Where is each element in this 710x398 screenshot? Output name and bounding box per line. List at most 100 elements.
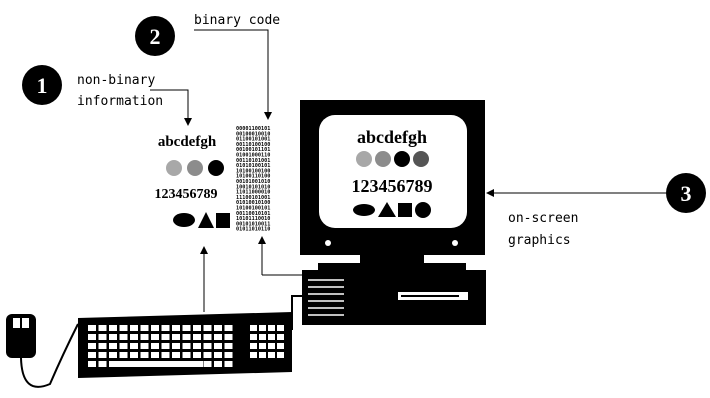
binary-code-row: 10100100100 bbox=[236, 168, 270, 174]
monitor-button-left bbox=[325, 240, 331, 246]
keyboard-key bbox=[151, 343, 159, 349]
keyboard-key bbox=[109, 325, 117, 331]
binary-code-row: 00101010011 bbox=[236, 221, 270, 227]
keyboard-key bbox=[193, 334, 201, 340]
callout-3-arrowhead bbox=[486, 189, 494, 197]
keyboard-key bbox=[250, 343, 257, 349]
screen-triangle-shape bbox=[378, 202, 396, 217]
keyboard-key bbox=[172, 325, 180, 331]
binary-code-row: 00101001010 bbox=[236, 179, 270, 185]
mouse-button-divider bbox=[20, 318, 22, 328]
callout-1-arrowhead bbox=[184, 118, 192, 126]
keyboard-key bbox=[172, 334, 180, 340]
monitor-base bbox=[318, 263, 466, 271]
binary-code-background bbox=[232, 124, 302, 234]
keyboard-key bbox=[151, 334, 159, 340]
keyboard-key bbox=[259, 325, 266, 331]
binary-code-row: 00110101001 bbox=[236, 158, 270, 164]
binary-code-row: 11100101001 bbox=[236, 195, 270, 201]
keyboard-key bbox=[268, 343, 275, 349]
screen-dot-black bbox=[394, 151, 410, 167]
system-unit bbox=[258, 236, 486, 325]
digits-sample: 123456789 bbox=[155, 187, 218, 202]
keyboard-key bbox=[98, 361, 107, 367]
keyboard-key bbox=[151, 325, 159, 331]
keyboard-key bbox=[151, 352, 159, 358]
keyboard-key bbox=[98, 325, 107, 331]
callout-1-label-line-1: non-binary bbox=[77, 73, 155, 88]
keyboard-key bbox=[109, 361, 203, 367]
keyboard-input-arrowhead bbox=[200, 246, 208, 254]
keyboard-key bbox=[268, 352, 275, 358]
mouse-cable bbox=[20, 323, 79, 388]
callout-2-label: binary code bbox=[194, 13, 280, 28]
keyboard-key bbox=[98, 334, 107, 340]
binary-code-rows: 0000110010100100010010011001010010011010… bbox=[236, 126, 270, 233]
keyboard-key bbox=[88, 343, 96, 349]
callout-3: 3 on-screen graphics bbox=[486, 173, 706, 248]
keyboard-key bbox=[119, 325, 128, 331]
keyboard-key bbox=[224, 325, 233, 331]
keyboard-key bbox=[130, 352, 138, 358]
keyboard-key bbox=[224, 361, 233, 367]
callout-1: 1 non-binary information bbox=[22, 65, 192, 126]
binary-code-row: 00100010010 bbox=[236, 131, 270, 137]
binary-code-row: 01100101001 bbox=[236, 137, 270, 143]
callout-1-badge bbox=[22, 65, 62, 105]
monitor-button-right bbox=[452, 240, 458, 246]
keyboard-key bbox=[259, 334, 266, 340]
mouse bbox=[6, 314, 79, 388]
keyboard-key bbox=[214, 325, 222, 331]
keyboard-key bbox=[88, 334, 96, 340]
callout-3-label-line-1: on-screen bbox=[508, 211, 578, 226]
keyboard-key bbox=[140, 325, 149, 331]
binary-code-row: 00110100100 bbox=[236, 142, 270, 148]
keyboard-key bbox=[130, 343, 138, 349]
keyboard-key bbox=[277, 343, 284, 349]
keyboard-key bbox=[88, 361, 96, 367]
letters-sample: abcdefgh bbox=[158, 134, 217, 150]
keyboard-key bbox=[98, 352, 107, 358]
callout-2-number: 2 bbox=[150, 24, 161, 49]
keyboard-key bbox=[119, 352, 128, 358]
binary-code-row: 10010101010 bbox=[236, 184, 270, 190]
keyboard-key bbox=[250, 325, 257, 331]
system-unit-vents bbox=[308, 279, 344, 316]
keyboard-keys bbox=[88, 325, 284, 367]
keyboard-key bbox=[250, 334, 257, 340]
dot-light-gray bbox=[166, 160, 182, 176]
keyboard-key bbox=[88, 352, 96, 358]
keyboard-key bbox=[224, 352, 233, 358]
keyboard-key bbox=[161, 343, 170, 349]
keyboard-key bbox=[140, 343, 149, 349]
keyboard-key bbox=[182, 343, 191, 349]
callout-1-label-line-2: information bbox=[77, 94, 163, 109]
keyboard-key bbox=[98, 343, 107, 349]
dot-black bbox=[208, 160, 224, 176]
screen-dot-dark bbox=[413, 151, 429, 167]
keyboard-key bbox=[203, 343, 212, 349]
binary-code-row: 01011010110 bbox=[236, 227, 270, 233]
keyboard-key bbox=[88, 325, 96, 331]
keyboard-key bbox=[214, 361, 222, 367]
callout-2-badge bbox=[135, 16, 175, 56]
keyboard-key bbox=[109, 343, 117, 349]
screen-circle-shape bbox=[415, 202, 431, 218]
keyboard-cable bbox=[291, 295, 302, 330]
keyboard-key bbox=[259, 343, 266, 349]
keyboard-key bbox=[259, 352, 266, 358]
binary-code-row: 00001100101 bbox=[236, 126, 270, 132]
keyboard-key bbox=[268, 334, 275, 340]
binary-code-block: 0000110010100100010010011001010010011010… bbox=[232, 124, 302, 234]
callout-2-leader-line bbox=[194, 29, 269, 114]
binary-code-row: 00110010101 bbox=[236, 211, 270, 217]
binary-code-row: 10101110010 bbox=[236, 216, 270, 222]
keyboard-key bbox=[130, 334, 138, 340]
keyboard-key bbox=[172, 343, 180, 349]
binary-code-row: 01010100101 bbox=[236, 163, 270, 169]
binary-code-row: 10100110100 bbox=[236, 174, 270, 180]
keyboard-key bbox=[203, 334, 212, 340]
keyboard-key bbox=[140, 334, 149, 340]
keyboard-key bbox=[277, 325, 284, 331]
